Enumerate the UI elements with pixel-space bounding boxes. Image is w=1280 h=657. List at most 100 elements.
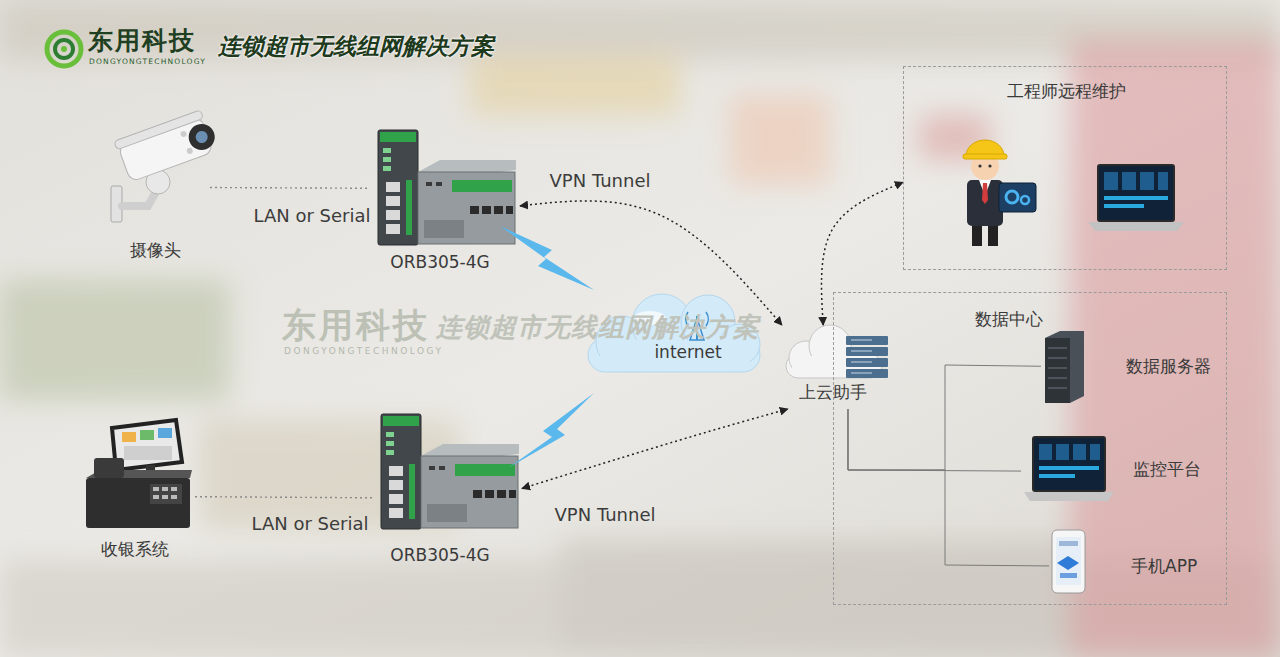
connector-label: VPN Tunnel [550,170,651,192]
cloud-assistant-icon [851,351,872,352]
monitor-laptop-icon [1056,444,1069,460]
connector-line [195,497,372,498]
cashier-icon [162,487,168,491]
camera-icon [114,108,220,183]
server-icon [1048,358,1067,359]
page-title: 连锁超市无线组网解决方案 [218,32,494,60]
laptop-icon [1104,196,1168,200]
cloud-assistant-icon [786,325,888,378]
monitor-laptop-icon [1039,466,1099,470]
cashier-icon [153,495,159,499]
node-label: 工程师远程维护 [1007,80,1126,102]
server-icon [1048,388,1067,389]
server-icon [1048,348,1067,349]
engineer-figure [963,154,1007,159]
node-label: 摄像头 [130,239,181,261]
server-icon [1045,331,1084,403]
engineer-figure [1021,196,1029,204]
connector-group [195,182,1049,566]
laptop-icon [1158,172,1168,190]
cloud-node: internet [572,296,762,374]
engineer-figure [988,224,998,246]
cashier-icon [140,430,154,440]
node-label: internet [654,341,721,363]
background [730,95,830,185]
logo-icon [61,46,67,52]
cashier-icon [86,478,190,528]
cloud-assistant-icon [851,340,872,341]
wireless-bolt [500,226,594,290]
camera-icon [194,129,209,144]
internet-cloud [690,318,704,340]
cloud-node: 上云助手 [776,325,894,409]
router-device [378,130,516,245]
background [560,540,1080,657]
cashier-icon [171,495,177,499]
logo-subtext: DONGYONGTECHNOLOGY [89,58,206,66]
monitor-laptop-icon [1039,444,1052,460]
connector-label: LAN or Serial [253,205,370,227]
laptop-icon [1088,165,1184,231]
laptop-icon [1140,172,1154,190]
watermark: 连锁超市无线组网解决方案 [436,314,760,340]
internet-cloud [686,312,709,326]
wireless-bolt [500,226,594,468]
node-label: ORB305-4G [390,544,489,566]
connector-line [522,409,788,488]
device-node: 收银系统 [80,420,195,562]
cashier-icon [158,428,172,438]
internet-cloud [634,311,666,325]
wireless-bolt [508,393,594,468]
platform-node: 监控平台 [1021,433,1221,501]
phone-icon [1052,530,1085,593]
node-label: 数据服务器 [1126,355,1211,377]
laptop-icon [1088,222,1184,231]
monitor-laptop-icon [1024,492,1114,501]
camera-icon [180,130,188,138]
engineer-figure [999,183,1036,212]
background [1070,40,1280,657]
background [470,55,680,115]
connector-line [210,187,370,189]
node-label: 手机APP [1131,555,1197,577]
cashier-icon [122,432,136,442]
camera-icon [186,147,194,155]
group-box: 数据中心数据服务器监控平台手机APP [833,292,1227,605]
internet-cloud [588,294,760,372]
logo-icon [47,32,81,66]
cloud-assistant-icon [846,369,888,378]
connector-label: VPN Tunnel [555,504,656,526]
cloud-assistant-icon [851,373,872,374]
monitor-laptop-icon [1039,474,1075,478]
cashier-icon [124,446,172,460]
router-node: ORB305-4G [372,412,522,568]
background [0,280,230,400]
phone-icon [1060,573,1077,578]
router-device [381,414,519,529]
server-icon [1048,368,1067,369]
server-icon [1045,338,1070,403]
laptop-icon [1104,204,1144,208]
group-box: 工程师远程维护 [903,66,1227,270]
device-node: 摄像头 [105,115,210,263]
cashier-icon [171,487,177,491]
phone-icon [1059,541,1078,546]
connector-line [848,365,1041,470]
engineer-figure [1006,191,1018,203]
app-node: 手机APP [1049,527,1214,593]
cloud-assistant-icon [851,362,872,363]
camera-icon [114,110,204,150]
engineer-figure [967,180,1003,226]
server-node: 数据服务器 [1041,331,1221,406]
monitor-laptop-icon [1073,444,1086,460]
internet-cloud [588,338,760,372]
engineer-figure [982,183,988,204]
laptop-icon [1098,165,1174,221]
node-label: 收银系统 [101,538,169,560]
cloud-assistant-icon [846,336,888,345]
